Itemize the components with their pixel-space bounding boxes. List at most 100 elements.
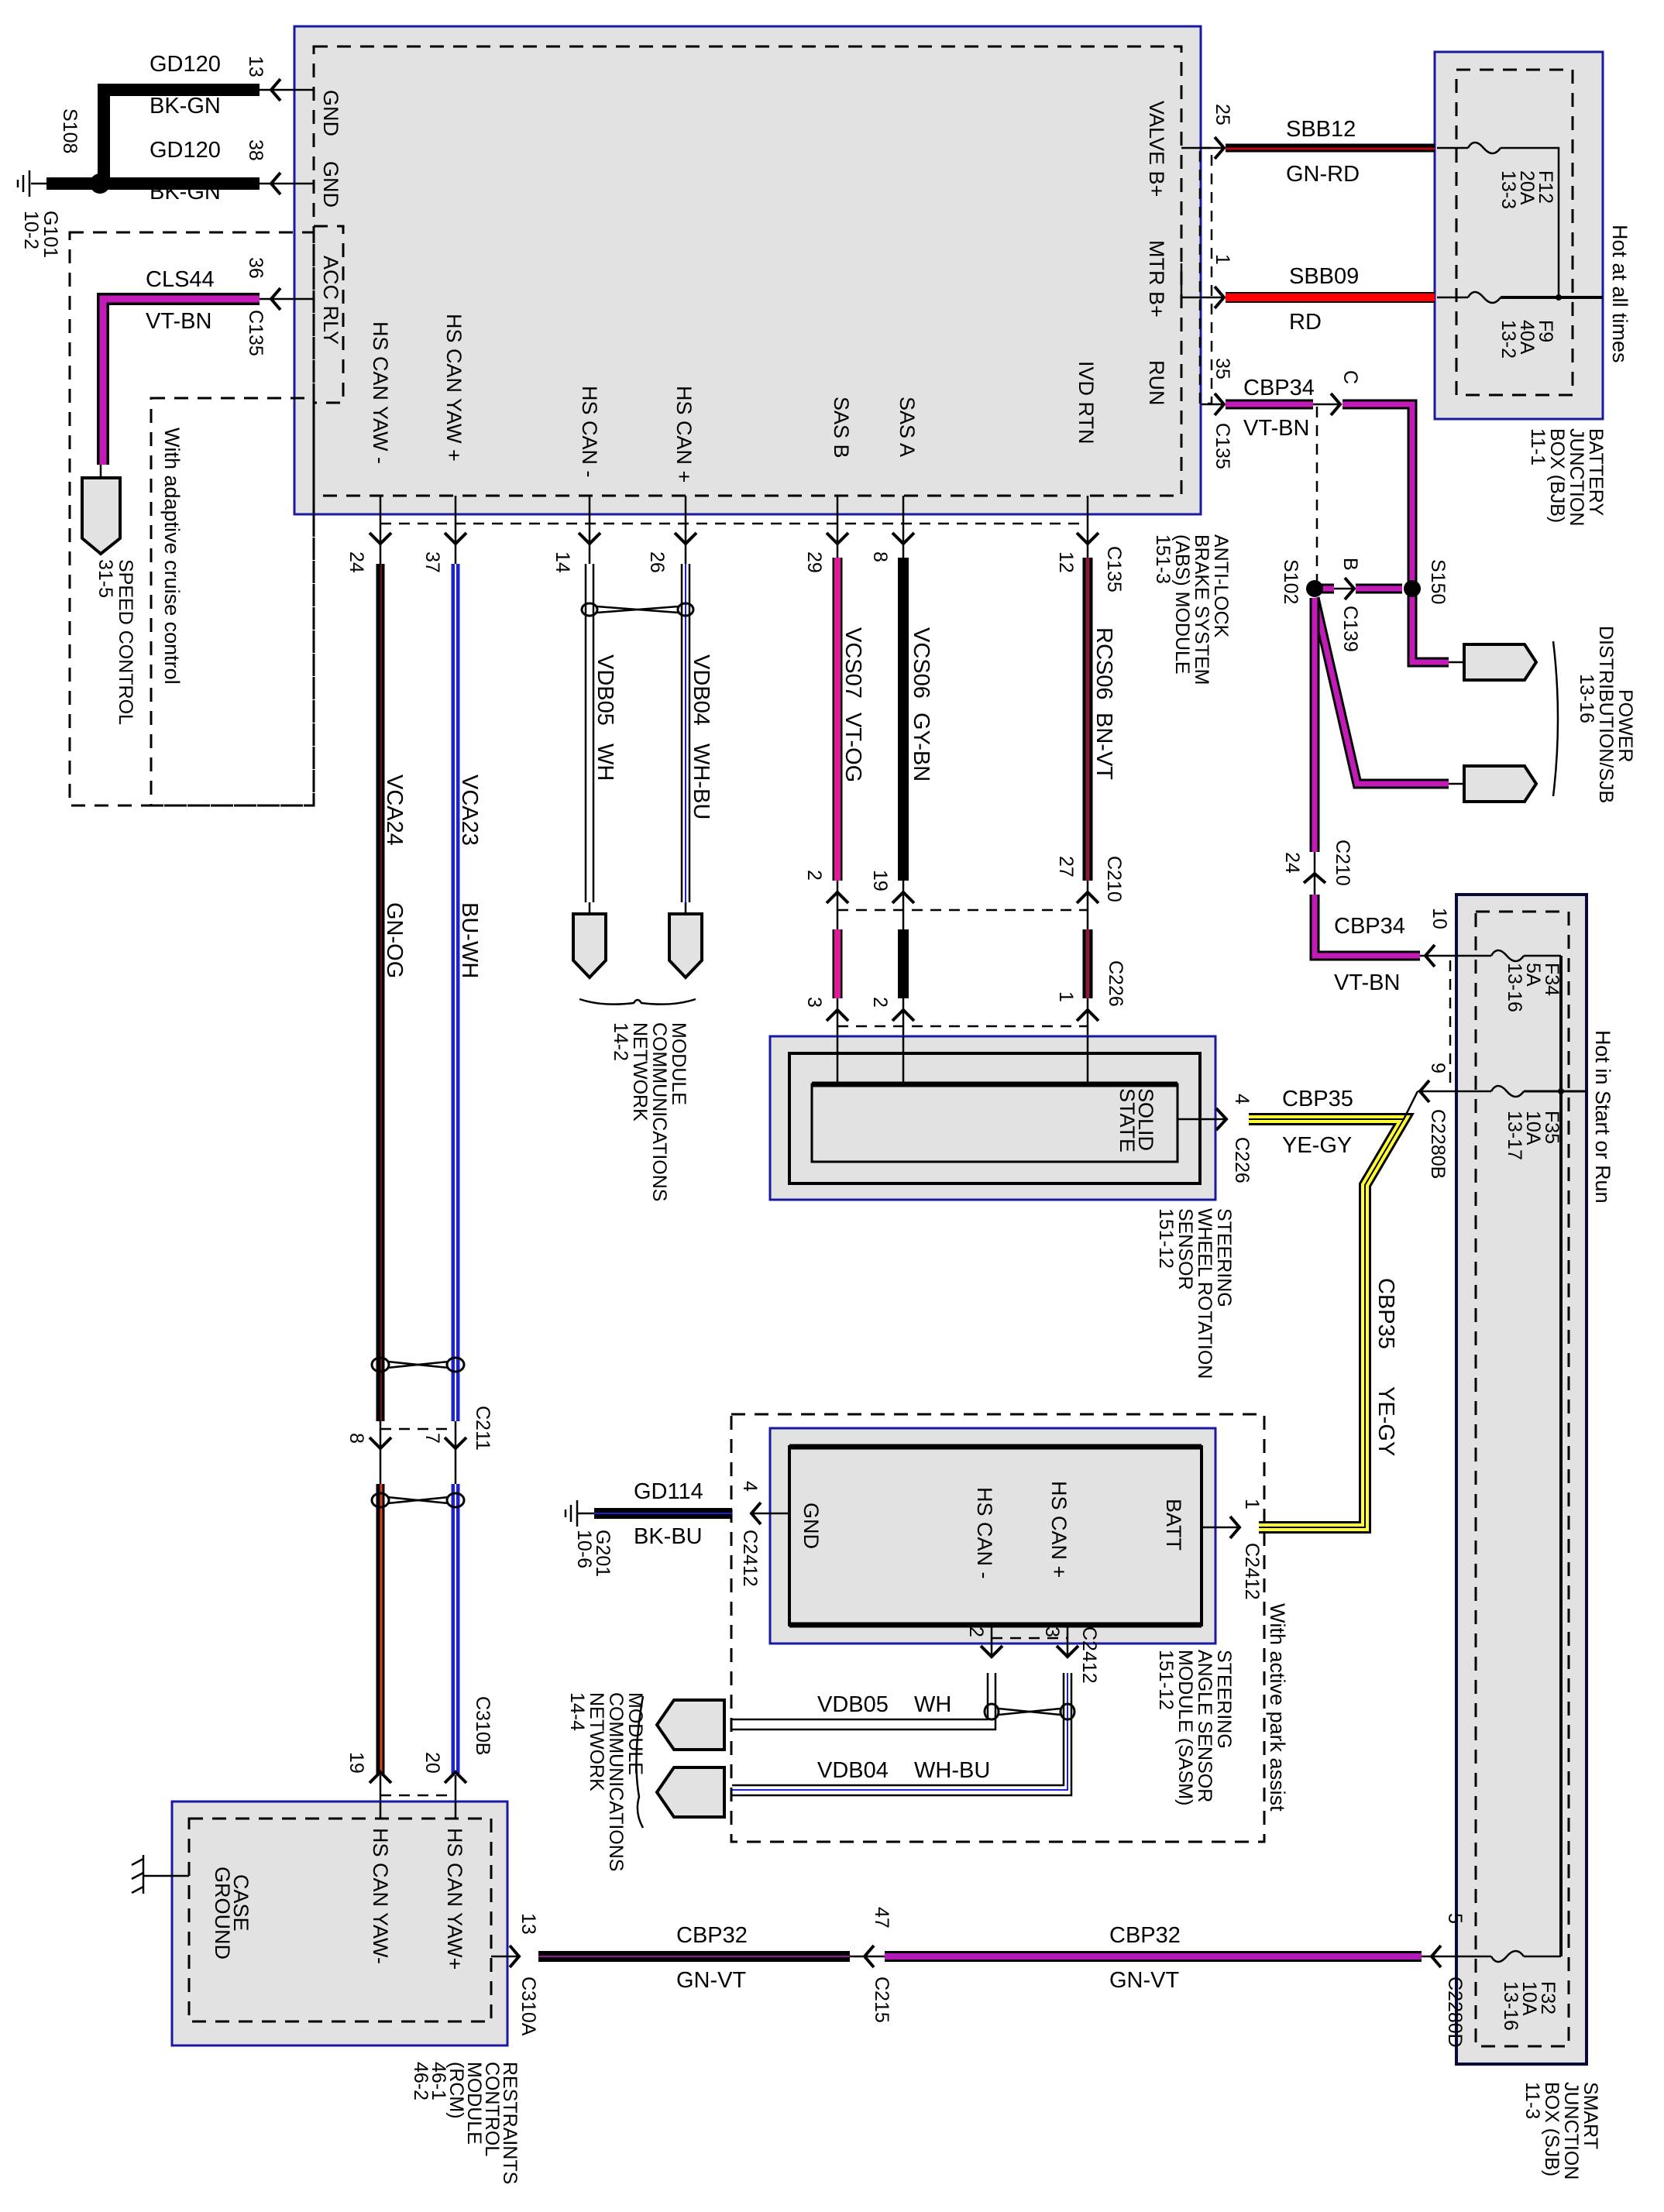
sasm-can-wires: 2 3 C2412 VDB05 WH VDB04 WH-BU [732,1625,1100,1797]
abs-title-line1: ANTI-LOCK [1210,534,1232,638]
smart-junction-box[interactable]: F34 5A 13-16 F35 10A 13-17 F32 10A 13-16… [1455,893,1614,2179]
bracket-icon [635,1695,645,1829]
label-gd120-b-color: BK-GN [150,180,221,204]
label-vdb04-top-circuit: VDB04 [689,654,713,726]
c139-pin-c: C [1339,370,1361,384]
splice-label-s102: S102 [1280,559,1301,604]
pin-12: 12 [1055,551,1077,573]
steering-wheel-rotation-sensor[interactable]: SOLID STATE STEERING WHEEL ROTATION SENS… [768,1035,1235,1379]
wire-vcs07: VCS07 VT-OG 29 2 3 [803,551,865,1008]
label-rcs06-circuit: RCS06 [1092,627,1116,700]
label-gd114-circuit: GD114 [634,1479,703,1504]
pin-19-c310b: 19 [346,1752,367,1774]
label-rcs06-color: BN-VT [1092,713,1116,780]
abs-module-title: ANTI-LOCK BRAKE SYSTEM (ABS) MODULE 151-… [1152,534,1232,685]
pin-8-c211: 8 [346,1433,367,1444]
mcn-top-line4: 14-2 [610,1022,631,1061]
label-cbp34-sjb-circuit: CBP34 [1334,914,1405,939]
wire-cls44: CLS44 VT-BN 36 C135 [97,257,313,465]
sjb-hot-note: Hot in Start or Run [1591,1030,1614,1204]
pin-13-c310a: 13 [517,1913,539,1935]
connector-icon [572,912,607,980]
pin-27-c210: 27 [1055,856,1077,878]
abs-pin-sas-a: SAS A [896,397,919,457]
abs-acc-rly-option-boundary [312,225,345,404]
label-sbb12-color: GN-RD [1286,162,1360,187]
label-vdb04-bot-circuit: VDB04 [817,1758,889,1783]
connector-icon [1463,764,1539,803]
label-vcs06-color: GY-BN [909,713,933,781]
connector-c2280d: C2280D [1444,1977,1466,2048]
power-dist-line2: DISTRIBUTION/SJB [1595,626,1617,803]
sasm-title-line3: MODULE (SASM) [1174,1650,1196,1805]
connector-c2280b: C2280B [1427,1109,1449,1179]
abs-pin-ivd-rtn: IVD RTN [1074,361,1098,445]
label-sbb09-circuit: SBB09 [1289,264,1359,289]
pin-29: 29 [803,551,825,573]
fuse-f34-rating: 5A [1522,963,1544,987]
pin-5: 5 [1444,1913,1466,1924]
bracket-icon [579,998,696,1005]
label-vca24-color: GN-OG [382,902,407,978]
splice-s102 [1306,580,1323,597]
abs-module[interactable]: GND GND ACC RLY HS CAN YAW - HS CAN YAW … [293,25,1202,516]
connector-c135-run: C135 [1212,423,1233,469]
wire-vdb05-top: VDB05 WH 14 [552,551,617,980]
sasm-pin-batt: BATT [1162,1499,1185,1551]
wire-vdb04-top: VDB04 WH-BU 26 [646,551,713,980]
pin-35: 35 [1212,358,1233,380]
wire-sbb12: SBB12 GN-RD 25 [1181,104,1435,187]
abs-title-line4: 151-3 [1152,534,1174,584]
rcm-case-ground-line2: GROUND [211,1867,234,1960]
pin-26: 26 [646,551,668,573]
rcm-title-line1: RESTRAINTS [499,2062,521,2184]
steering-angle-sensor-module[interactable]: GND HS CAN - HS CAN + BATT STEERING ANGL… [768,1427,1289,1812]
label-vdb05-bot-circuit: VDB05 [817,1692,889,1717]
fuse-icon [1466,141,1502,155]
ground-label-g201: G201 [592,1530,614,1577]
sasm-batt-connection: 1 C2412 [1202,1499,1263,1600]
mcn-top-label: MODULE COMMUNICATIONS NETWORK 14-2 [579,998,696,1201]
pin-2-c226: 2 [869,997,891,1008]
connector-c139: C139 [1339,606,1361,652]
connector-arrow [673,531,698,546]
power-dist-line1: POWER [1614,689,1636,762]
connector-arrow [577,531,602,546]
abs-pin-hs-can-minus: HS CAN - [578,386,601,478]
label-gd114-color: BK-BU [634,1524,703,1549]
battery-junction-box[interactable]: F12 20A 13-3 F9 40A 13-2 Hot at all time… [1433,50,1631,526]
twisted-pair-icon [580,602,695,617]
abs-module-box [293,25,1202,516]
connector-icon [1463,643,1539,682]
rcm-title-line4: (RCM) [445,2062,467,2119]
abs-pin-gnd2: GND [319,161,342,208]
pin-36: 36 [245,257,266,279]
pin-7-c211: 7 [421,1433,443,1444]
rcm-box [170,1800,509,2047]
bjb-box [1433,50,1604,421]
label-cbp35-circuit: CBP35 [1282,1087,1353,1111]
active-park-assist-note: With active park assist [1266,1603,1289,1812]
label-cbp35-v-color: YE-GY [1373,1386,1398,1456]
sasm-pin-hs-can-minus: HS CAN - [973,1487,996,1579]
abs-title-line2: BRAKE SYSTEM [1191,534,1212,685]
sasm-pin-gnd: GND [799,1503,823,1549]
label-cbp35-color: YE-GY [1282,1133,1352,1158]
speed-control-page: 31-5 [95,559,116,598]
label-cbp34-circuit: CBP34 [1243,376,1315,400]
pin-19-c210: 19 [869,870,891,891]
rcm-title-line6: 46-2 [410,2062,431,2100]
restraints-control-module[interactable]: HS CAN YAW- HS CAN YAW+ CASE GROUND REST… [131,1800,521,2184]
power-distribution-connectors[interactable]: POWER DISTRIBUTION/SJB 13-16 [1449,626,1636,803]
connector-c2412-gnd: C2412 [739,1530,761,1587]
fuse-f34-page: 13-16 [1504,963,1525,1012]
pin-4-c2412: 4 [739,1481,761,1492]
connector-arrow [1075,531,1100,546]
mcn-bottom-line3: NETWORK [586,1692,607,1791]
mcn-bottom-connectors[interactable]: MODULE COMMUNICATIONS NETWORK 14-4 [566,1692,726,1871]
label-cbp32-a-circuit: CBP32 [676,1923,748,1948]
connector-c226-b: C226 [1231,1137,1253,1183]
speed-control-connector[interactable]: SPEED CONTROL 31-5 With adaptive cruise … [81,428,184,725]
adaptive-cruise-note-boundary [150,397,315,807]
wire-vca23: VCA23 BU-WH 37 7 20 [421,551,482,1775]
